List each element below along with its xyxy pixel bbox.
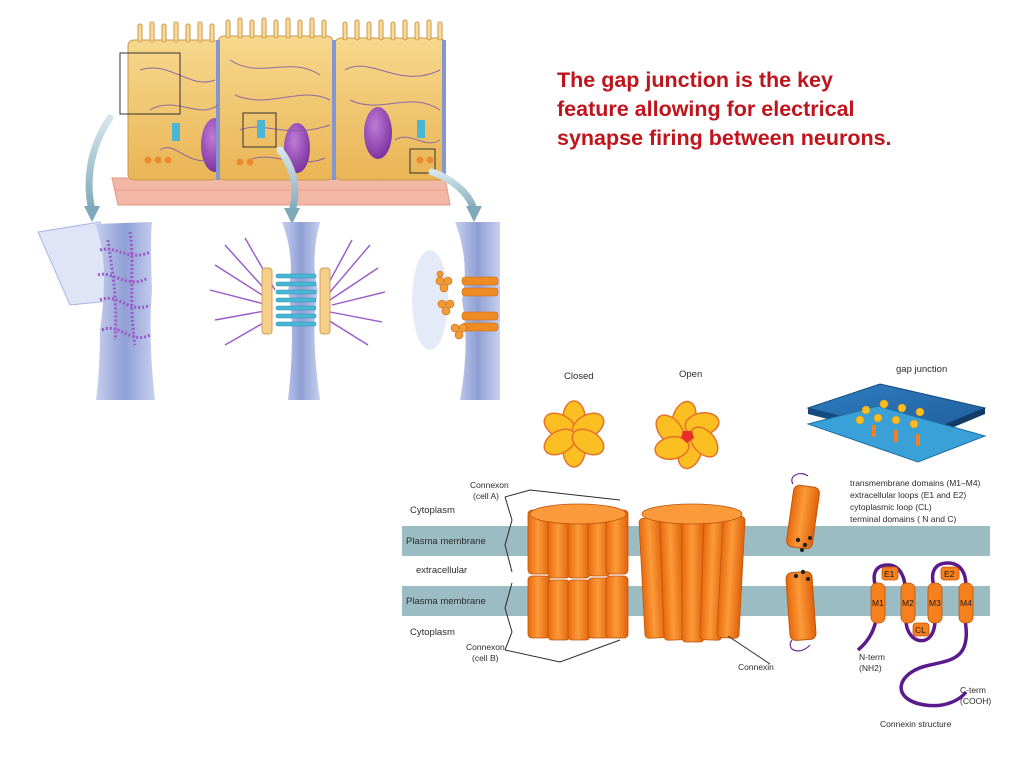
label-cytoplasm-bottom: Cytoplasm <box>410 627 455 638</box>
label-closed: Closed <box>564 371 594 382</box>
label-n-term-line1: N-term <box>859 652 885 662</box>
epithelium-illustration <box>37 17 500 400</box>
label-cytoplasm-top: Cytoplasm <box>410 505 455 516</box>
domain-m4 <box>958 582 974 624</box>
label-connexon-b-line1: Connexon <box>466 642 505 652</box>
tight-junction-detail <box>37 221 155 400</box>
detail-boxes <box>119 52 436 174</box>
epithelial-cell-2 <box>217 35 334 181</box>
label-cl: CL <box>915 625 926 635</box>
gap-junction-detail <box>209 222 386 400</box>
legend-extracellular-loops: extracellular loops (E1 and E2) <box>850 490 966 500</box>
slide-title: The gap junction is the key feature allo… <box>557 66 997 153</box>
label-open: Open <box>679 369 702 380</box>
label-connexon-a-line1: Connexon <box>470 480 509 490</box>
epithelial-cell-1 <box>127 39 229 181</box>
loop-e2 <box>930 561 968 593</box>
label-plasma-membrane-bottom: Plasma membrane <box>406 596 486 607</box>
connexin-diagram: Cytoplasm Plasma membrane extracellular … <box>402 364 991 729</box>
gap-junction-slab <box>806 383 987 463</box>
open-connexon-top-view <box>654 400 720 470</box>
n-terminus <box>856 619 878 652</box>
legend-transmembrane: transmembrane domains (M1–M4) <box>850 478 981 488</box>
domain-e2-box <box>940 566 960 581</box>
label-connexin: Connexin <box>738 662 774 672</box>
label-c-term-line1: C-term <box>960 685 986 695</box>
legend-cytoplasmic-loop: cytoplasmic loop (CL) <box>850 502 932 512</box>
connexon-brackets <box>504 489 621 663</box>
label-gap-junction: gap junction <box>896 364 947 375</box>
connexin-topology: M1 M2 M3 M4 E1 E2 CL N-term (NH2) C-term… <box>856 561 991 729</box>
loop-e1 <box>872 563 907 593</box>
domain-m3 <box>927 582 943 624</box>
connexon-cell-b <box>527 575 629 641</box>
label-plasma-membrane-top: Plasma membrane <box>406 536 486 547</box>
label-m2: M2 <box>902 598 914 608</box>
label-m4: M4 <box>960 598 972 608</box>
label-c-term-line2: (COOH) <box>960 696 991 706</box>
desmosome-marker <box>144 156 434 166</box>
connexon-cell-a <box>527 503 629 579</box>
domain-e1-box <box>881 566 899 581</box>
label-m1: M1 <box>872 598 884 608</box>
label-e2: E2 <box>944 569 955 579</box>
label-m3: M3 <box>929 598 941 608</box>
nucleus <box>364 107 392 159</box>
connexon-pair-detail <box>412 222 500 400</box>
microvilli <box>137 17 443 43</box>
open-connexon-channel <box>638 503 746 643</box>
closed-connexon-channel <box>527 503 629 641</box>
title-line-1: The gap junction is the key <box>557 68 833 92</box>
domain-m1 <box>870 582 886 624</box>
label-connexin-structure: Connexin structure <box>880 719 952 729</box>
label-e1: E1 <box>884 569 895 579</box>
closed-connexon-top-view <box>543 400 605 468</box>
label-connexon-a-line2: (cell A) <box>473 491 499 501</box>
loop-cl <box>904 619 937 643</box>
legend-terminal-domains: terminal domains ( N and C) <box>850 514 956 524</box>
c-terminus <box>899 619 969 708</box>
label-n-term-line2: (NH2) <box>859 663 882 673</box>
label-extracellular: extracellular <box>416 565 467 576</box>
title-line-2: feature allowing for electrical <box>557 97 855 121</box>
domain-m2 <box>900 582 916 624</box>
domain-cl-box <box>912 622 930 637</box>
tight-junction-marker <box>172 120 425 141</box>
single-connexin-pair <box>785 472 820 652</box>
title-line-3: synapse firing between neurons. <box>557 126 892 150</box>
label-connexon-b-line2: (cell B) <box>472 653 499 663</box>
